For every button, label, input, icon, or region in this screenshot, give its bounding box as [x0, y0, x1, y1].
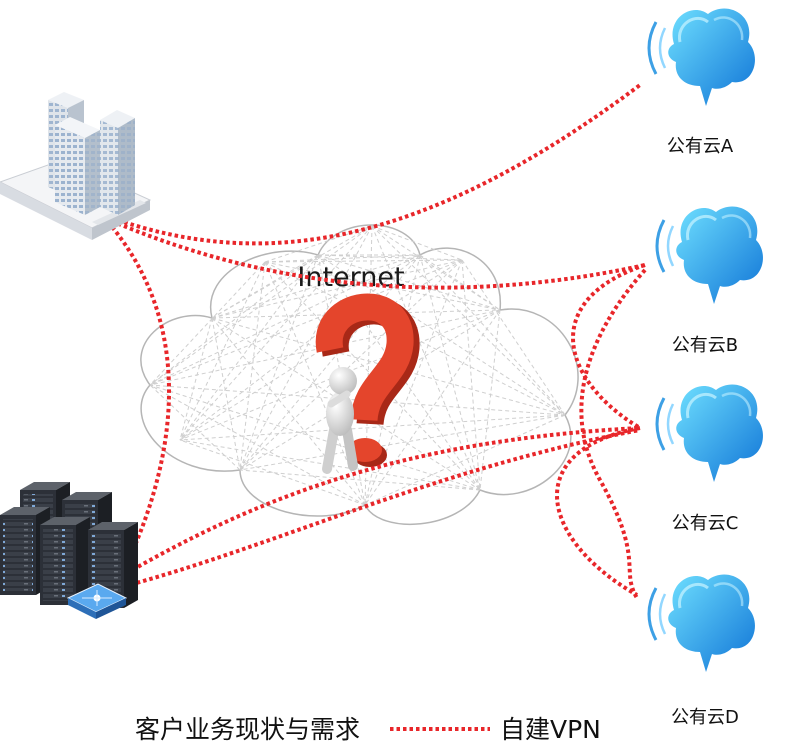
internet-mesh-line: [179, 439, 366, 506]
vpn-links: [106, 83, 647, 600]
internet-mesh-line: [179, 254, 319, 441]
internet-mesh-line: [149, 254, 319, 386]
internet-cloud-outline: [140, 224, 579, 525]
legend-caption: 客户业务现状与需求: [135, 715, 360, 744]
internet-mesh-line: [149, 384, 481, 491]
vpn-link-office-cloud-a: [111, 83, 642, 246]
internet-mesh-line: [179, 309, 501, 441]
internet-mesh-line: [461, 259, 481, 491]
public-cloud-c-label: 公有云C: [672, 513, 739, 534]
internet-mesh-line: [419, 254, 481, 491]
internet-mesh-line: [364, 309, 501, 506]
internet-mesh-line: [149, 225, 373, 386]
internet-mesh-line: [371, 225, 463, 261]
internet-mesh-line: [211, 317, 241, 471]
internet-mesh-line: [211, 254, 421, 319]
public-cloud-icon: [647, 573, 757, 674]
legend-vpn-label: 自建VPN: [500, 715, 601, 744]
internet-mesh-line: [364, 414, 566, 506]
internet-mesh-line: [461, 259, 566, 416]
internet-mesh-line: [179, 254, 421, 441]
internet-mesh-line: [239, 259, 463, 471]
vpn-link-cloud-b-cloud-c: [571, 263, 646, 430]
public-cloud-d: 公有云D: [647, 573, 757, 728]
internet-mesh-line: [264, 261, 501, 311]
internet-mesh-line: [264, 259, 463, 263]
office-building-icon: [0, 92, 152, 240]
internet-mesh-line: [264, 225, 373, 263]
internet-mesh-line: [239, 254, 319, 471]
internet-mesh-line: [211, 259, 463, 319]
internet-label: Internet: [297, 262, 404, 293]
vpn-link-datacenter-cloud-c-upper: [108, 426, 641, 585]
internet-mesh-line: [419, 254, 566, 416]
public-cloud-c: 公有云C: [655, 383, 765, 534]
internet-mesh-line: [371, 225, 501, 311]
public-cloud-icon: [655, 383, 765, 484]
public-cloud-a-label: 公有云A: [667, 136, 734, 157]
internet-mesh-line: [179, 317, 213, 441]
internet-mesh-line: [211, 309, 501, 319]
vpn-link-cloud-b-cloud-d: [579, 268, 647, 600]
internet-mesh-line: [419, 254, 501, 311]
internet-mesh-line: [239, 469, 481, 491]
public-cloud-b: 公有云B: [655, 205, 765, 356]
vpn-link-cloud-c-cloud-d: [555, 426, 641, 597]
server-rack: [40, 517, 90, 605]
public-cloud-d-label: 公有云D: [671, 707, 739, 728]
vpn-link-datacenter-cloud-c-lower: [117, 428, 641, 590]
internet-mesh-line: [179, 414, 566, 441]
legend: 客户业务现状与需求 自建VPN: [135, 715, 601, 744]
public-cloud-b-label: 公有云B: [672, 335, 738, 356]
internet-mesh-line: [364, 259, 463, 506]
internet-cloud: Internet: [140, 224, 579, 525]
internet-mesh-line: [179, 261, 266, 441]
internet-mesh-line: [371, 225, 481, 491]
internet-mesh-line: [317, 254, 501, 311]
internet-mesh-line: [211, 225, 373, 319]
internet-mesh-line: [479, 309, 501, 491]
internet-mesh-line: [371, 225, 566, 416]
internet-mesh-line: [149, 254, 421, 386]
internet-mesh-line: [149, 384, 366, 506]
internet-mesh-line: [179, 439, 481, 491]
internet-mesh-line: [239, 414, 566, 471]
question-mark-person-icon: [315, 293, 420, 474]
public-cloud-icon: [655, 205, 765, 306]
internet-mesh-line: [239, 225, 373, 471]
internet-mesh-line: [149, 259, 463, 386]
internet-mesh-line: [317, 254, 566, 416]
public-cloud-icon: [647, 7, 757, 108]
internet-mesh-line: [149, 384, 566, 416]
vpn-link-office-datacenter: [106, 220, 172, 583]
server-rack-icon: [0, 482, 138, 608]
vpn-gateway-icon: [66, 583, 128, 619]
internet-mesh-line: [239, 309, 501, 471]
internet-mesh-line: [317, 254, 463, 261]
public-cloud-a: 公有云A: [647, 7, 757, 157]
